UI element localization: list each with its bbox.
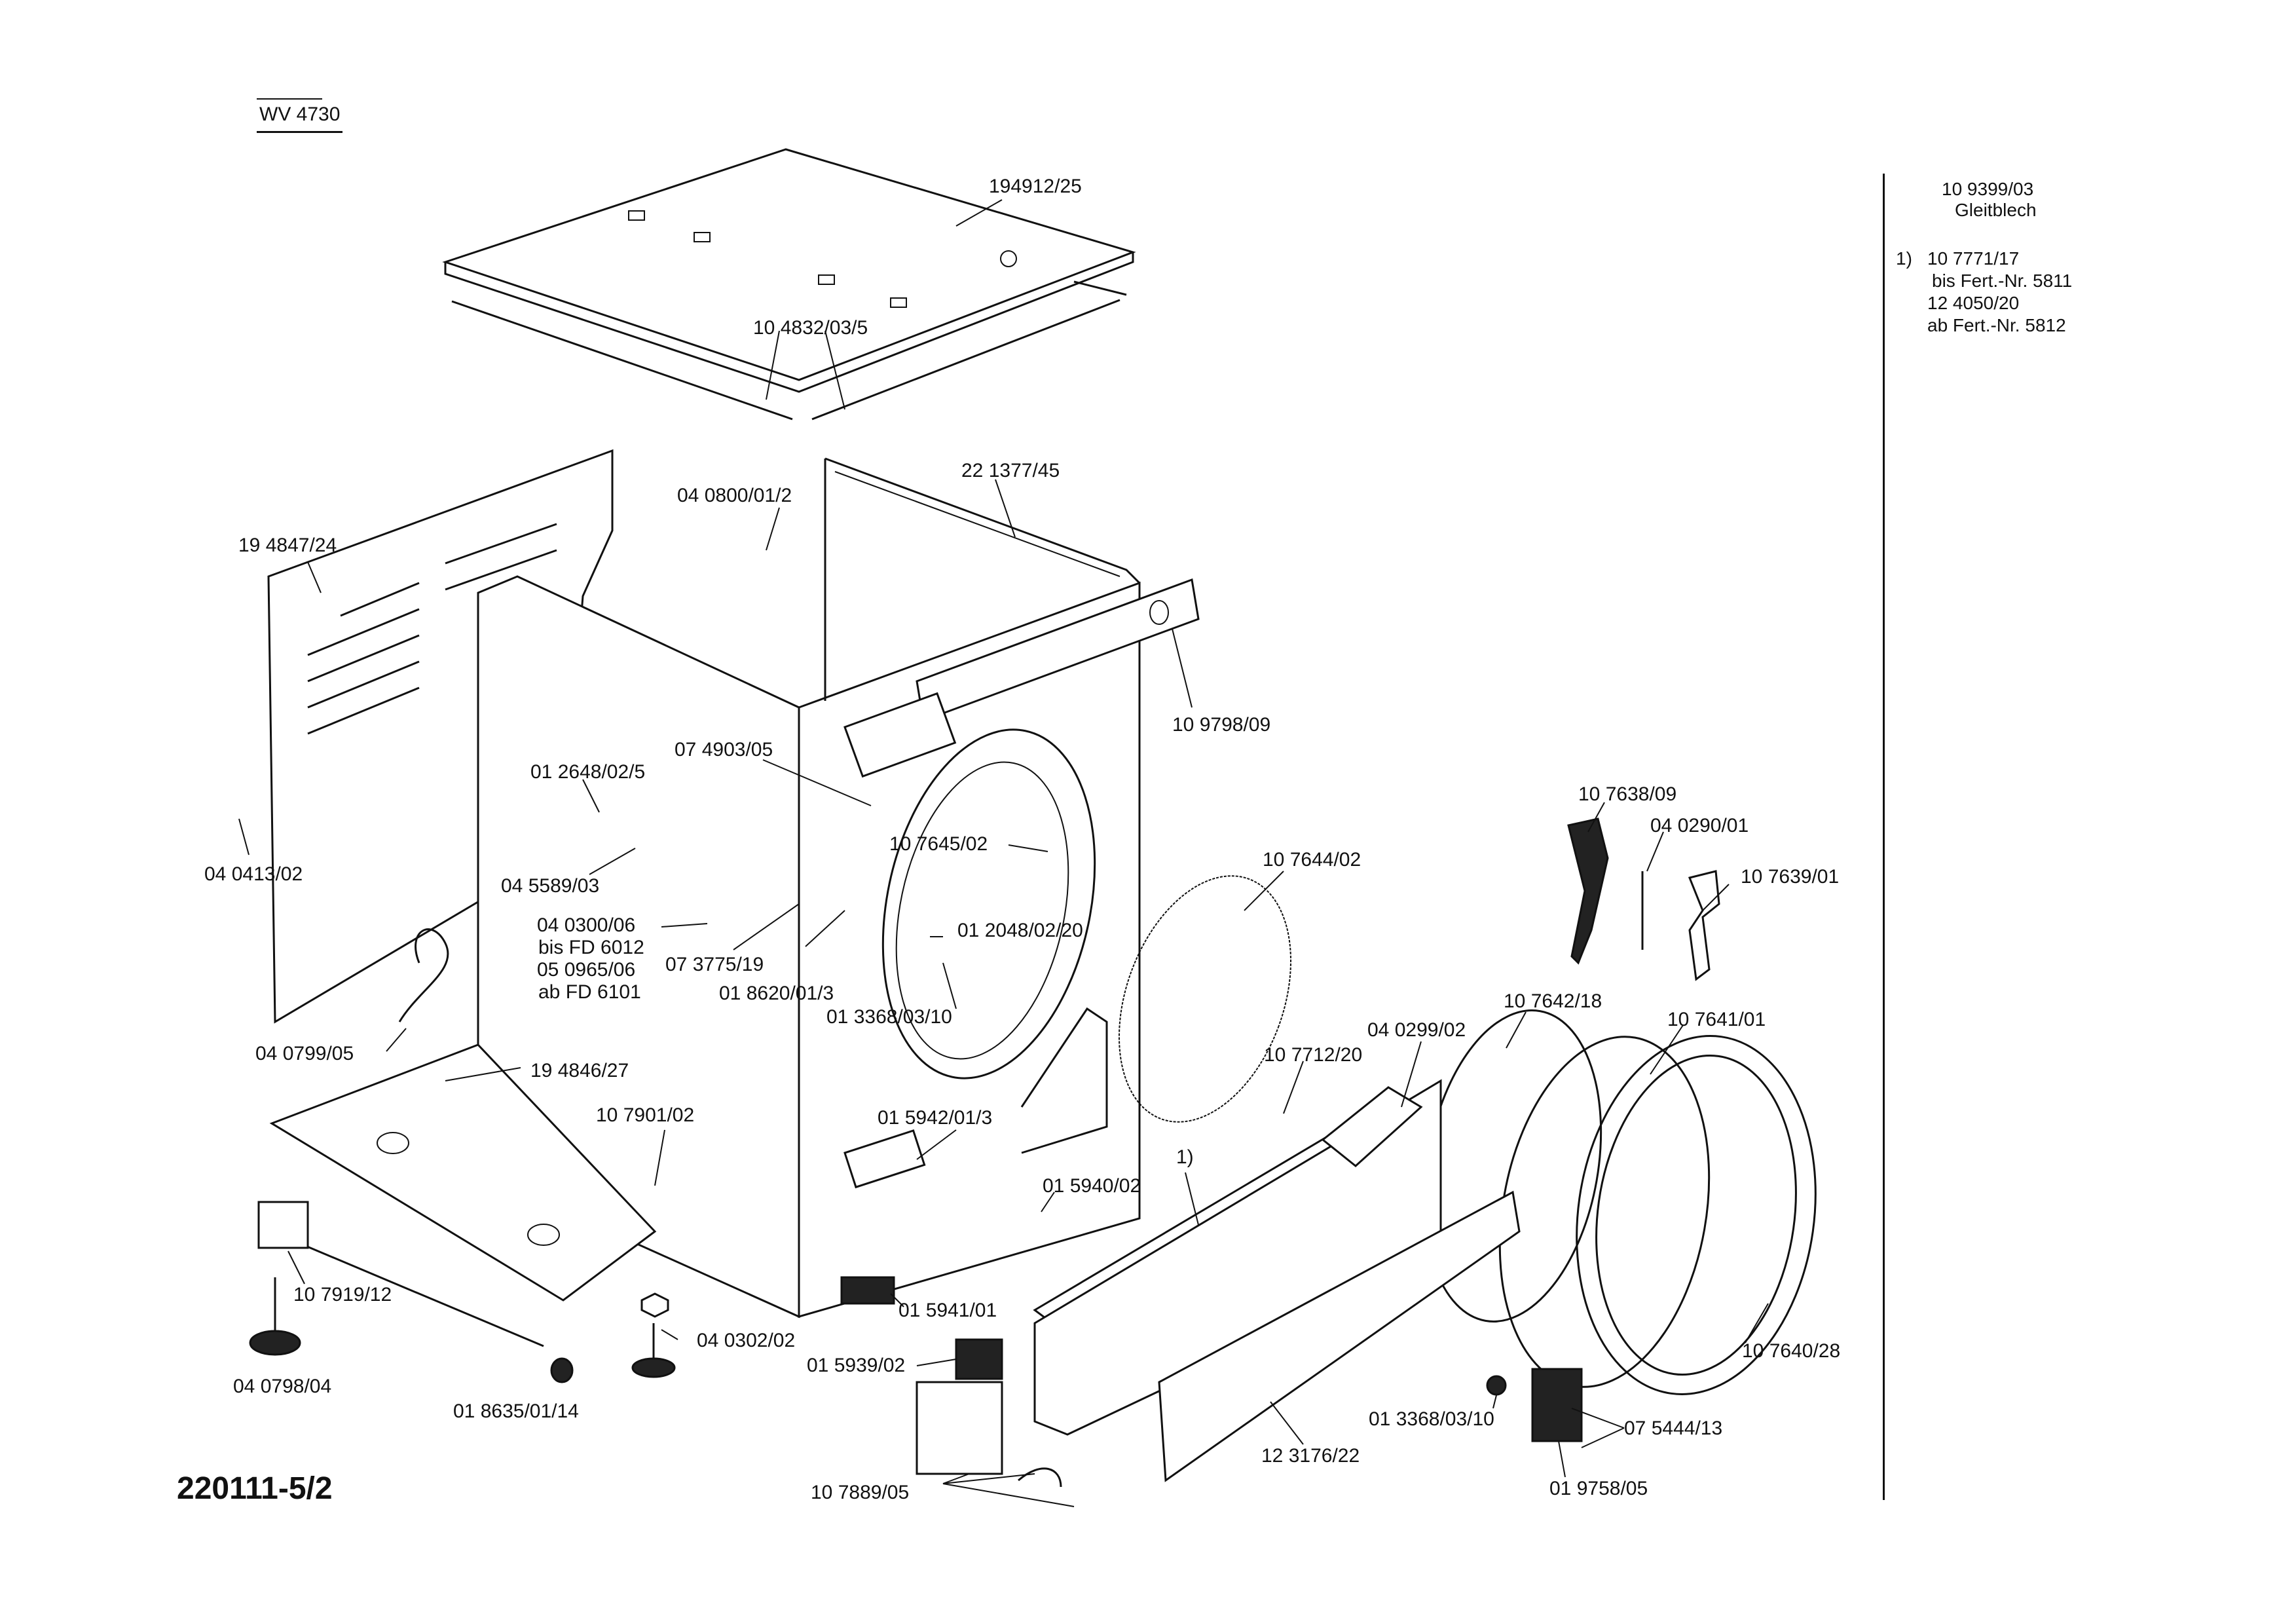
part-label: ab FD 6101	[538, 981, 641, 1003]
part-label: 10 7919/12	[293, 1284, 392, 1305]
drum-opening-outer	[881, 728, 1096, 1079]
screw-013368-bottom	[1486, 1375, 1507, 1396]
part-label: 194912/25	[989, 176, 1082, 197]
part-label: 04 0300/06	[537, 914, 636, 936]
part-label: 1)	[1176, 1146, 1194, 1168]
part-label: 04 0799/05	[255, 1043, 354, 1064]
model-designation: WV 4730	[257, 103, 343, 133]
part-label: 04 0299/02	[1367, 1019, 1466, 1041]
spring-ring-107644	[1118, 875, 1292, 1123]
part-label: 01 5942/01/3	[878, 1107, 993, 1129]
back-panel-vents	[307, 523, 557, 735]
base-foot-hole-1	[377, 1132, 409, 1154]
top-strip-right	[811, 299, 1120, 421]
plug-018635	[550, 1357, 574, 1383]
note-footnote-marker: 1)	[1896, 248, 1912, 269]
top-strip-left	[451, 300, 793, 421]
part-label: 04 0290/01	[1650, 815, 1749, 836]
part-label: 10 7645/02	[889, 833, 988, 855]
door-frame-107640-outer	[1576, 1035, 1817, 1395]
part-label: 10 7640/28	[1742, 1340, 1841, 1362]
part-label: 05 0965/06	[537, 959, 636, 981]
foot-pad-right	[631, 1357, 676, 1378]
nut-040302	[640, 1292, 669, 1318]
top-strip-small	[1073, 280, 1127, 296]
part-label: 10 4832/03/5	[753, 317, 868, 339]
part-label: 01 9758/05	[1549, 1478, 1648, 1499]
note-footnote-line: bis Fert.-Nr. 5811	[1932, 271, 2073, 291]
label-107889-clip	[1018, 1467, 1062, 1488]
part-label: 04 5589/03	[501, 875, 600, 897]
part-label: 10 7889/05	[811, 1482, 910, 1503]
panel-123176	[1158, 1190, 1521, 1482]
part-label: 19 4846/27	[530, 1060, 629, 1081]
latch-plate	[843, 1129, 926, 1189]
leader-lines	[238, 199, 1769, 1507]
motor-cable	[294, 1240, 544, 1347]
frame-top-rail	[824, 457, 1141, 584]
top-cover-edge	[444, 252, 1134, 393]
base-foot-hole-2	[527, 1224, 560, 1246]
note-gleitblech-label: Gleitblech	[1955, 200, 2037, 220]
part-label: 01 8635/01/14	[453, 1400, 579, 1422]
part-label: 04 0302/02	[697, 1330, 796, 1351]
part-label: 10 9798/09	[1172, 714, 1271, 736]
drain-hose	[398, 928, 449, 1023]
part-label: 10 7638/09	[1578, 783, 1677, 805]
part-label: 01 3368/03/10	[1369, 1408, 1494, 1430]
part-label: 10 7642/18	[1504, 990, 1602, 1012]
part-label: 04 0800/01/2	[677, 485, 792, 506]
lever-107638	[1567, 817, 1609, 965]
part-label: 12 3176/22	[1261, 1445, 1360, 1467]
motor-107919	[257, 1201, 309, 1249]
part-label: 10 7901/02	[596, 1104, 695, 1126]
part-label: 07 5444/13	[1624, 1417, 1723, 1439]
top-cover-slot-2	[694, 232, 711, 242]
drum-opening-inner	[895, 761, 1069, 1060]
part-label: 10 7641/01	[1667, 1009, 1766, 1030]
label-107889-sheet	[916, 1381, 1003, 1475]
foot-pad-left	[249, 1330, 301, 1356]
top-cover-slot-4	[890, 297, 907, 308]
part-label: bis FD 6012	[538, 937, 644, 958]
note-footnote-line: ab Fert.-Nr. 5812	[1927, 315, 2066, 335]
part-label: 01 5941/01	[898, 1300, 997, 1321]
note-footnote-line: 12 4050/20	[1927, 293, 2020, 313]
part-label: 01 2648/02/5	[530, 761, 646, 783]
bracket-074903-box	[843, 692, 957, 778]
part-015939-clip	[955, 1338, 1003, 1380]
top-cover-slot-3	[818, 274, 835, 285]
part-label: 10 7644/02	[1263, 849, 1361, 871]
top-cover-hole	[1000, 250, 1017, 267]
part-label: 07 3775/19	[665, 954, 764, 975]
front-lower-aperture	[1020, 1007, 1108, 1154]
top-cover-slot-1	[628, 210, 645, 221]
lock-075444	[1531, 1368, 1583, 1442]
part-label: 01 2048/02/20	[957, 920, 1083, 941]
notes-divider	[1883, 174, 1885, 1500]
part-label: 01 5939/02	[807, 1355, 906, 1376]
part-label: 10 7712/20	[1264, 1044, 1363, 1066]
part-label: 01 3368/03/10	[826, 1006, 952, 1028]
part-label: 07 4903/05	[675, 739, 773, 760]
hook-107639	[1688, 870, 1720, 981]
part-label: 01 5940/02	[1043, 1175, 1141, 1197]
part-label: 22 1377/45	[961, 460, 1060, 481]
plate-040299	[1321, 1086, 1423, 1167]
part-015941-plate	[840, 1276, 895, 1305]
control-bracket-hole	[1149, 600, 1169, 625]
model-overline	[257, 98, 322, 100]
part-label: 04 0798/04	[233, 1376, 332, 1397]
part-label: 19 4847/24	[238, 535, 337, 556]
frame-top-rail-inner	[834, 471, 1120, 577]
document-number: 220111-5/2	[177, 1471, 333, 1506]
part-label: 01 8620/01/3	[719, 983, 834, 1004]
note-footnote-line: 10 7771/17	[1927, 248, 2020, 269]
part-label: 10 7639/01	[1741, 866, 1840, 888]
note-gleitblech-part: 10 9399/03	[1942, 179, 2034, 199]
part-label: 04 0413/02	[204, 863, 303, 885]
door-frame-107640-inner	[1595, 1054, 1797, 1376]
